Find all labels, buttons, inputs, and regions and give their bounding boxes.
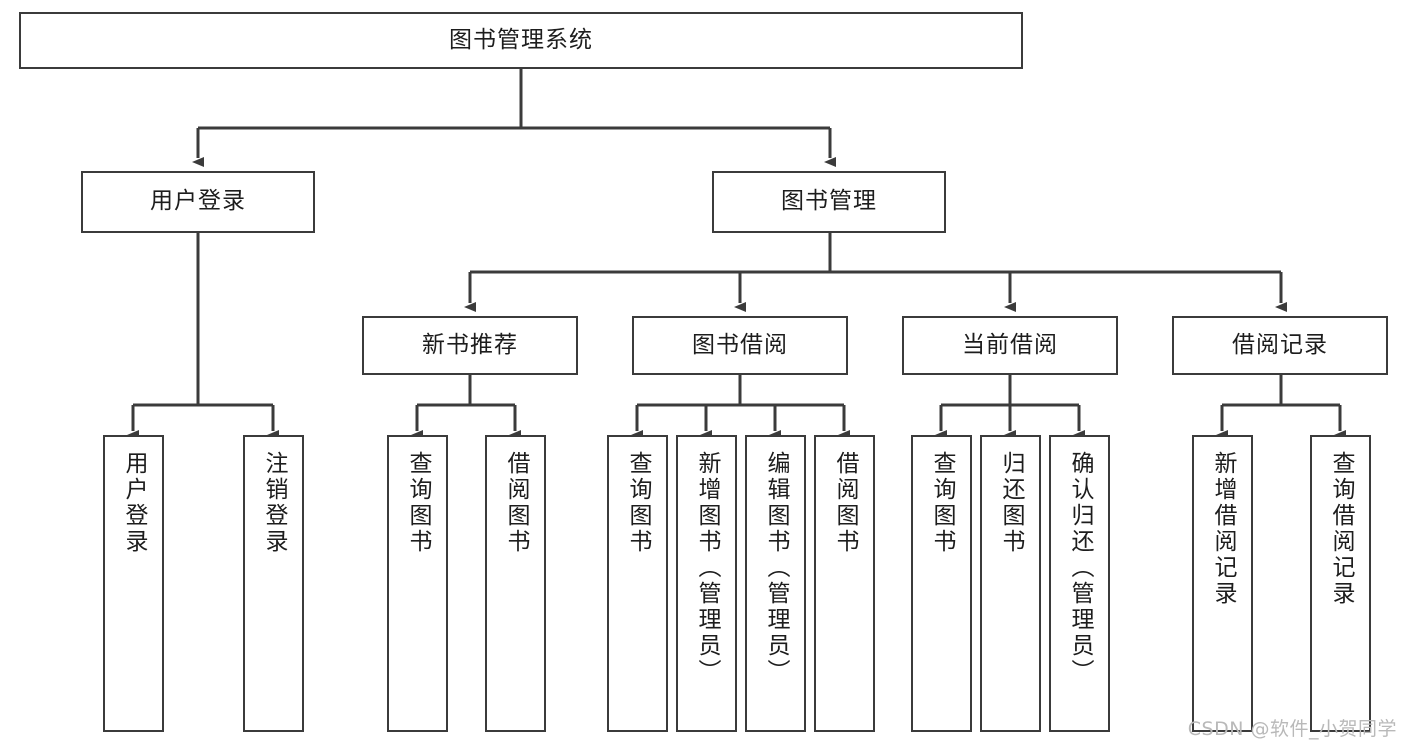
node-label: 新增借阅记录 [1210, 451, 1236, 607]
leaf-current-borrow-query-book[interactable]: 查询图书 [911, 435, 972, 732]
leaf-current-borrow-confirm-return-admin[interactable]: 确认归还（管理员） [1049, 435, 1110, 732]
node-label: 查询图书 [405, 451, 431, 555]
leaf-borrow-record-query-record[interactable]: 查询借阅记录 [1310, 435, 1371, 732]
node-label: 图书借阅 [692, 331, 788, 358]
node-label: 图书管理 [781, 188, 877, 215]
node-user-login[interactable]: 用户登录 [81, 171, 315, 233]
leaf-book-borrow-query-book[interactable]: 查询图书 [607, 435, 668, 732]
leaf-borrow-record-add-record[interactable]: 新增借阅记录 [1192, 435, 1253, 732]
node-book-borrowing[interactable]: 图书借阅 [632, 316, 848, 375]
leaf-book-borrow-edit-book-admin[interactable]: 编辑图书（管理员） [745, 435, 806, 732]
node-label: 查询借阅记录 [1328, 451, 1354, 607]
node-label: 用户登录 [121, 451, 147, 555]
node-label: 借阅记录 [1232, 331, 1328, 358]
node-label: 归还图书 [998, 451, 1024, 555]
node-current-borrowing[interactable]: 当前借阅 [902, 316, 1118, 375]
node-borrowing-record[interactable]: 借阅记录 [1172, 316, 1388, 375]
leaf-book-borrow-borrow-book[interactable]: 借阅图书 [814, 435, 875, 732]
node-label: 图书管理系统 [449, 26, 593, 53]
node-label: 新书推荐 [422, 331, 518, 358]
node-root-book-management-system[interactable]: 图书管理系统 [19, 12, 1023, 69]
node-label: 用户登录 [150, 188, 246, 215]
node-label: 确认归还（管理员） [1067, 451, 1093, 685]
node-label: 借阅图书 [832, 451, 858, 555]
node-label: 查询图书 [625, 451, 651, 555]
node-label: 查询图书 [929, 451, 955, 555]
node-label: 借阅图书 [503, 451, 529, 555]
node-label: 编辑图书（管理员） [763, 451, 789, 685]
leaf-current-borrow-return-book[interactable]: 归还图书 [980, 435, 1041, 732]
leaf-new-book-borrow-book[interactable]: 借阅图书 [485, 435, 546, 732]
leaf-book-borrow-add-book-admin[interactable]: 新增图书（管理员） [676, 435, 737, 732]
leaf-user-login-login[interactable]: 用户登录 [103, 435, 164, 732]
leaf-new-book-query-book[interactable]: 查询图书 [387, 435, 448, 732]
node-label: 注销登录 [261, 451, 287, 555]
node-label: 当前借阅 [962, 331, 1058, 358]
node-book-management[interactable]: 图书管理 [712, 171, 946, 233]
leaf-user-login-logout[interactable]: 注销登录 [243, 435, 304, 732]
node-new-book-recommendation[interactable]: 新书推荐 [362, 316, 578, 375]
node-label: 新增图书（管理员） [694, 451, 720, 685]
